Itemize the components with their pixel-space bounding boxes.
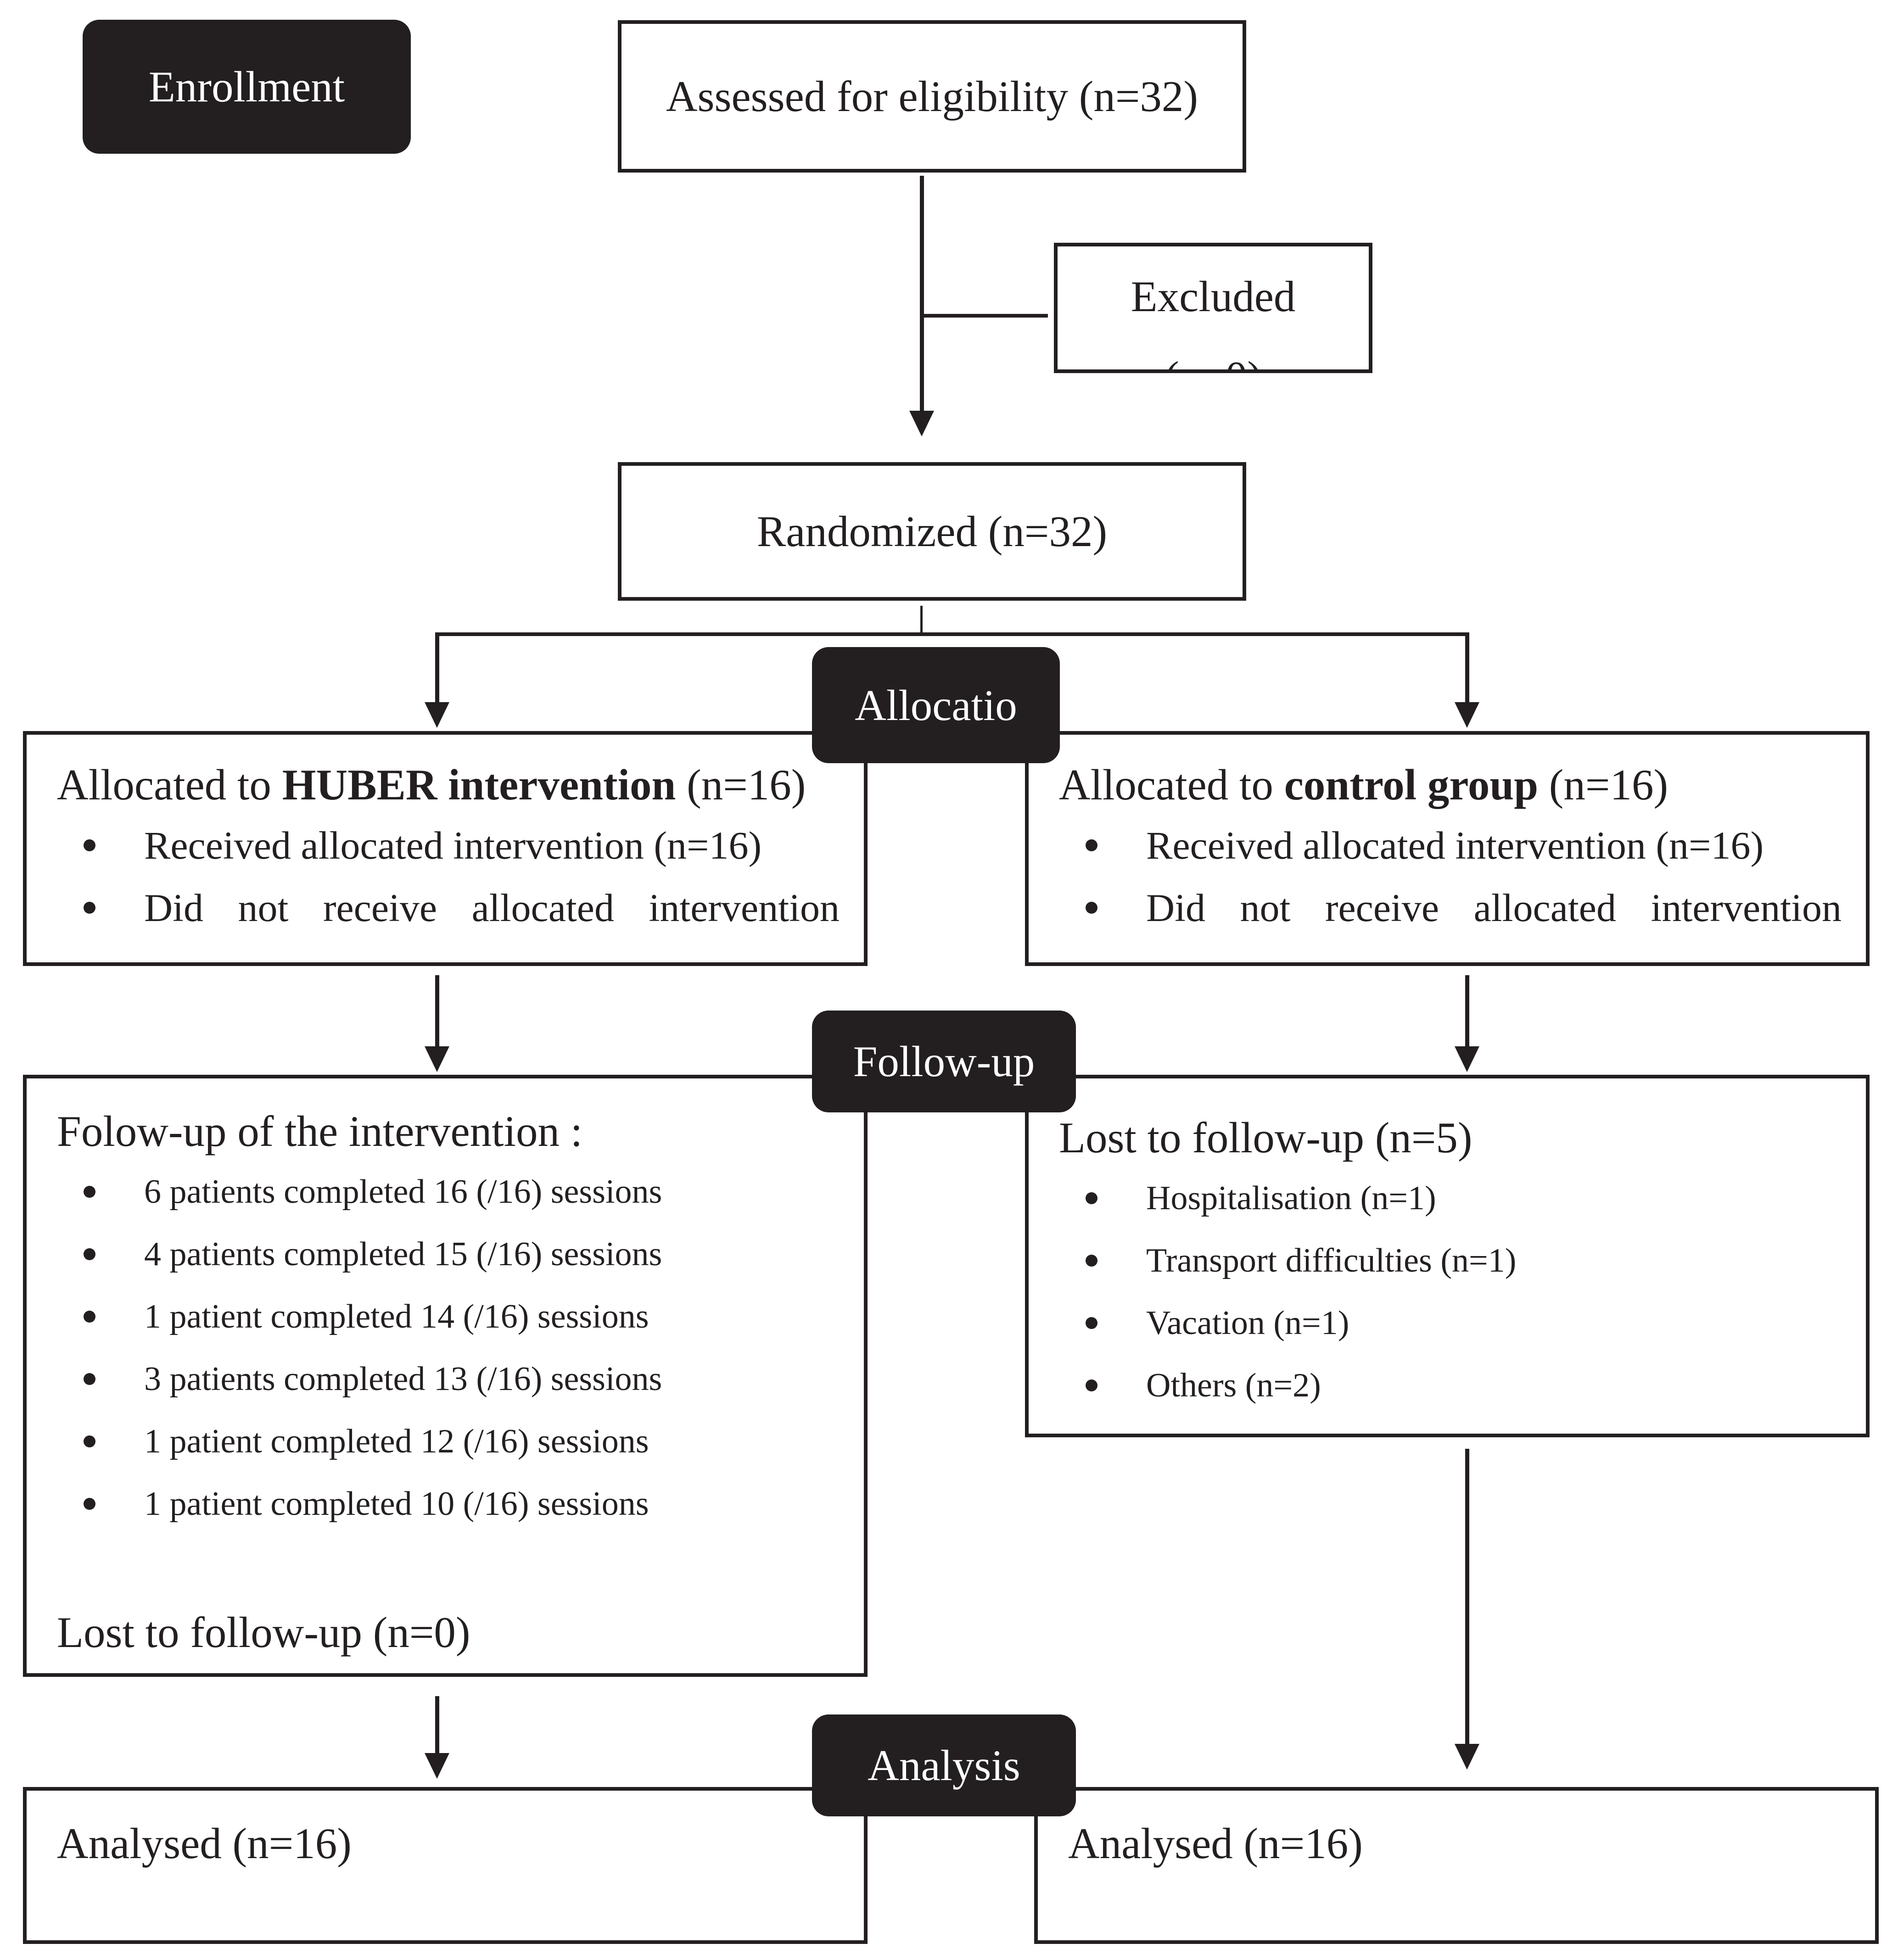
control-allocation-heading: Allocated to control group (n=16) — [1059, 763, 1668, 807]
connector-to-excluded — [922, 314, 1048, 318]
arrow-to-huber-allocation — [425, 702, 449, 728]
word: Did — [1146, 886, 1205, 930]
control-followup-reasons: Hospitalisation (n=1) Transport difficul… — [1059, 1181, 1516, 1431]
list-item: Received allocated intervention (n=16) — [1059, 826, 1842, 888]
connector-right-down — [1465, 632, 1469, 716]
stage-label-allocation: Allocatio — [812, 647, 1060, 763]
huber-allocation-box: Allocated to HUBER intervention (n=16) R… — [23, 731, 868, 966]
word: not — [1240, 886, 1291, 930]
huber-analysis-box: Analysed (n=16) — [23, 1787, 868, 1944]
connector-assessed-to-randomized — [920, 176, 924, 424]
connector-left-followup-to-analysis — [435, 1696, 439, 1763]
excluded-label: Excluded — [1131, 272, 1296, 321]
huber-allocation-heading: Allocated to HUBER intervention (n=16) — [57, 763, 806, 807]
word: not — [238, 886, 289, 930]
arrow-to-control-analysis — [1455, 1744, 1479, 1770]
word: allocated — [471, 886, 614, 930]
control-allocation-list: Received allocated intervention (n=16) D… — [1059, 826, 1842, 950]
list-item: 1 patient completed 12 (/16) sessions — [57, 1424, 662, 1487]
assessed-for-eligibility-box: Assessed for eligibility (n=32) — [618, 20, 1246, 173]
excluded-box: Excluded (n=0) — [1054, 243, 1372, 373]
control-allocation-prefix: Allocated to — [1059, 760, 1284, 809]
randomized-text: Randomized (n=32) — [756, 507, 1108, 556]
list-item: 4 patients completed 15 (/16) sessions — [57, 1237, 662, 1300]
randomized-box: Randomized (n=32) — [618, 462, 1246, 601]
word: allocated — [1473, 886, 1616, 930]
excluded-count: (n=0) — [1058, 355, 1369, 370]
assessed-for-eligibility-text: Assessed for eligibility (n=32) — [666, 72, 1198, 121]
huber-allocation-group: HUBER intervention — [282, 760, 676, 809]
connector-left-down — [435, 632, 439, 716]
list-item: Others (n=2) — [1059, 1368, 1516, 1431]
huber-followup-list: 6 patients completed 16 (/16) sessions 4… — [57, 1175, 662, 1549]
word: intervention — [1651, 886, 1842, 930]
huber-allocation-count: (n=16) — [676, 760, 806, 809]
connector-left-alloc-to-followup — [435, 975, 439, 1065]
control-analysis-box: Analysed (n=16) — [1034, 1787, 1879, 1944]
list-item: Vacation (n=1) — [1059, 1306, 1516, 1368]
arrow-to-huber-followup — [425, 1046, 449, 1072]
control-allocation-count: (n=16) — [1538, 760, 1668, 809]
arrow-to-control-followup — [1455, 1046, 1479, 1072]
word: intervention — [649, 886, 840, 930]
list-item: 1 patient completed 14 (/16) sessions — [57, 1300, 662, 1362]
connector-randomized-stem — [920, 606, 923, 634]
huber-allocation-list: Received allocated intervention (n=16) D… — [57, 826, 840, 950]
control-analysed-text: Analysed (n=16) — [1068, 1819, 1363, 1868]
list-item: Hospitalisation (n=1) — [1059, 1181, 1516, 1244]
control-lost-to-followup: Lost to follow-up (n=5) — [1059, 1113, 1472, 1162]
stage-label-analysis: Analysis — [812, 1714, 1076, 1816]
connector-right-alloc-to-followup — [1465, 975, 1469, 1065]
huber-allocation-prefix: Allocated to — [57, 760, 282, 809]
list-item: 3 patients completed 13 (/16) sessions — [57, 1362, 662, 1424]
excluded-count-clip: (n=0) — [1058, 348, 1369, 370]
stage-label-enrollment: Enrollment — [83, 20, 411, 154]
connector-right-followup-to-analysis — [1465, 1449, 1469, 1759]
stage-label-follow-up: Follow-up — [812, 1011, 1076, 1112]
huber-followup-box: Folow-up of the intervention : 6 patient… — [23, 1075, 868, 1677]
control-allocation-group: control group — [1284, 760, 1539, 809]
arrow-to-control-allocation — [1455, 702, 1479, 728]
control-followup-box: Lost to follow-up (n=5) Hospitalisation … — [1025, 1075, 1870, 1437]
arrow-to-randomized — [909, 411, 934, 436]
connector-split-horizontal — [435, 632, 1469, 636]
control-allocation-box: Allocated to control group (n=16) Receiv… — [1025, 731, 1870, 966]
word: Did — [144, 886, 203, 930]
arrow-to-huber-analysis — [425, 1753, 449, 1779]
word: receive — [323, 886, 437, 930]
list-item: Received allocated intervention (n=16) — [57, 826, 840, 888]
huber-analysed-text: Analysed (n=16) — [57, 1819, 352, 1868]
list-item: 1 patient completed 10 (/16) sessions — [57, 1487, 662, 1549]
huber-followup-title: Folow-up of the intervention : — [57, 1107, 583, 1156]
huber-lost-to-followup: Lost to follow-up (n=0) — [57, 1608, 470, 1657]
list-item: Transport difficulties (n=1) — [1059, 1244, 1516, 1306]
list-item: 6 patients completed 16 (/16) sessions — [57, 1175, 662, 1237]
word: receive — [1325, 886, 1439, 930]
